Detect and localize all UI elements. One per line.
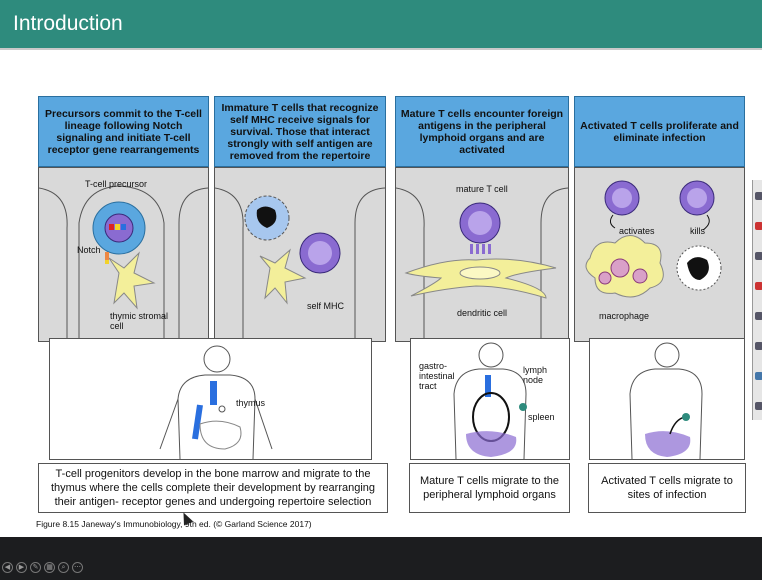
caption-2: Mature T cells migrate to the peripheral…	[409, 463, 570, 513]
color-picker-icon[interactable]	[755, 372, 762, 380]
next-icon[interactable]: ▶	[16, 562, 27, 573]
pen-tool-icon[interactable]	[755, 192, 762, 200]
mature-t-cell-label: mature T cell	[456, 184, 508, 194]
human-body-thymus-icon	[50, 339, 371, 459]
panel-3-header: Mature T cells encounter foreign antigen…	[395, 96, 569, 167]
stromal-cell-icon	[260, 250, 305, 303]
macrophage-label: macrophage	[599, 311, 649, 321]
figure-credit: Figure 8.15 Janeway's Immunobiology, 9th…	[36, 519, 312, 529]
panel-2-header: Immature T cells that recognize self MHC…	[214, 96, 386, 167]
thymus-label: thymus	[236, 398, 265, 408]
gi-tract-label: gastro- intestinal tract	[419, 361, 465, 391]
t-cell-precursor-label: T-cell precursor	[85, 179, 147, 189]
dendritic-cell-label: dendritic cell	[457, 308, 507, 318]
shape-tool-icon[interactable]	[755, 342, 762, 350]
body-panel-infection	[589, 338, 745, 460]
panel-2-cells: self MHC	[214, 167, 386, 342]
zoom-icon[interactable]: ⌕	[58, 562, 69, 573]
caption-3: Activated T cells migrate to sites of in…	[588, 463, 746, 513]
panel-3-cells: mature T cell dendritic cell	[395, 167, 569, 342]
self-mhc-label: self MHC	[307, 301, 344, 311]
notch-label: Notch	[77, 245, 101, 255]
caption-1: T-cell progenitors develop in the bone m…	[38, 463, 388, 513]
lymph-node-label: lymph node	[523, 365, 547, 385]
panel-4-header: Activated T cells proliferate and elimin…	[574, 96, 745, 167]
annotation-toolbar	[752, 180, 762, 420]
pen-icon[interactable]: ✎	[30, 562, 41, 573]
more-icon[interactable]: ⋯	[72, 562, 83, 573]
spleen-label: spleen	[528, 412, 555, 422]
thymic-stromal-label: thymic stromal cell	[110, 311, 170, 331]
human-body-infection-icon	[590, 339, 744, 459]
slides-icon[interactable]: ▦	[44, 562, 55, 573]
figure-8-15: Precursors commit to the T-cell lineage …	[33, 96, 747, 536]
panel-1-header: Precursors commit to the T-cell lineage …	[38, 96, 209, 167]
red-pen-icon[interactable]	[755, 222, 762, 230]
human-body-lymphoid-icon	[411, 339, 569, 459]
stromal-cell-icon	[109, 253, 154, 308]
highlighter-icon[interactable]	[755, 252, 762, 260]
eraser-icon[interactable]	[755, 282, 762, 290]
kills-label: kills	[690, 226, 705, 236]
slide-title-bar: Introduction	[0, 0, 762, 50]
slide-title: Introduction	[13, 12, 123, 36]
presentation-controls: ◀ ▶ ✎ ▦ ⌕ ⋯	[2, 562, 83, 573]
selection-illustration	[215, 168, 385, 341]
panel-4-cells: activates kills macrophage	[574, 167, 745, 342]
panel-1-cells: T-cell precursor Notch thymic stromal ce…	[38, 167, 209, 342]
pointer-icon[interactable]	[755, 312, 762, 320]
more-tools-icon[interactable]	[755, 402, 762, 410]
body-panel-thymus: thymus	[49, 338, 372, 460]
body-panel-lymphoid: gastro- intestinal tract lymph node sple…	[410, 338, 570, 460]
previous-icon[interactable]: ◀	[2, 562, 13, 573]
activates-label: activates	[619, 226, 655, 236]
